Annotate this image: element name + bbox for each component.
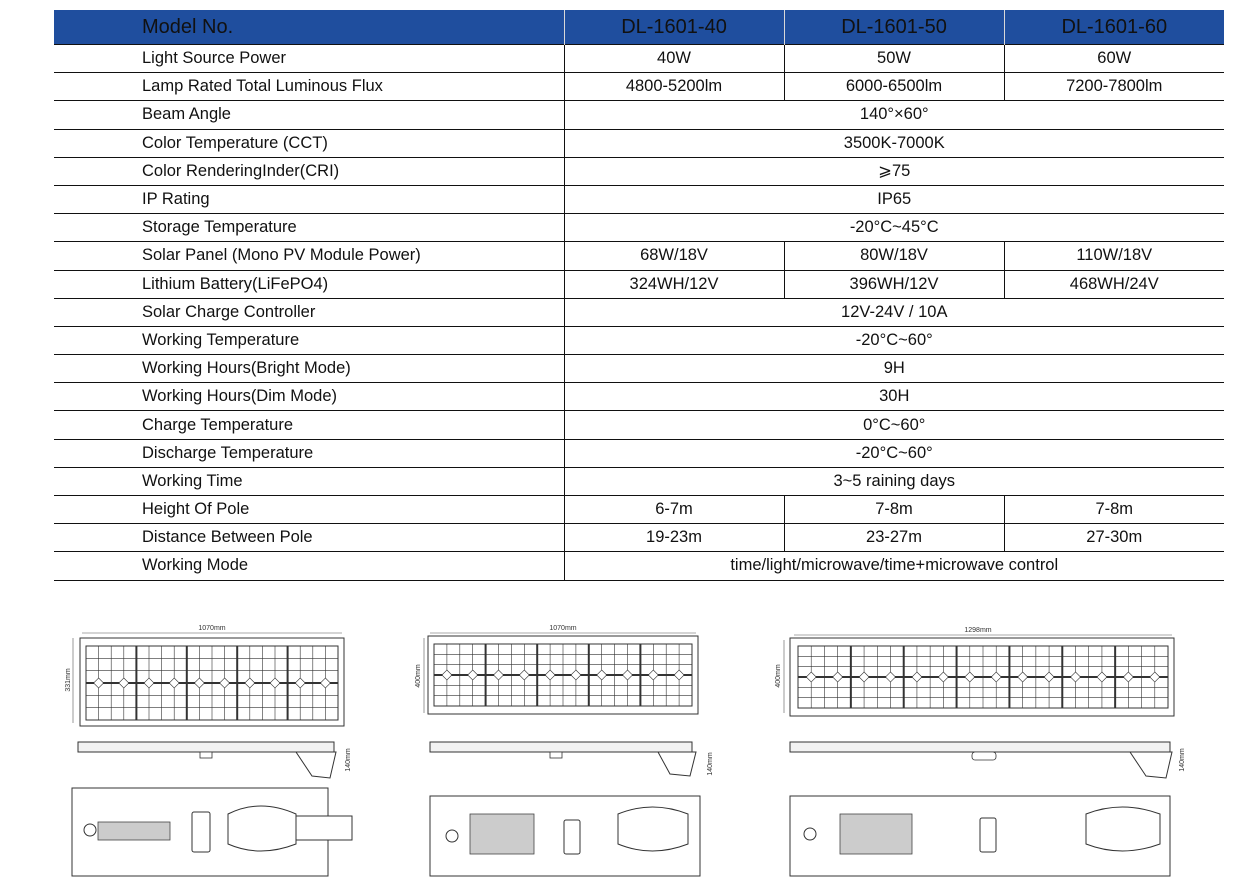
- dim-width-label: 1070mm: [198, 625, 225, 632]
- header-model-50: DL-1601-50: [784, 10, 1005, 45]
- table-row: Color RenderingInder(CRI)⩾75: [54, 157, 1224, 186]
- row-label: IP Rating: [54, 185, 564, 215]
- solar-panel-grid: [797, 645, 1169, 709]
- row-label: Working Hours(Bright Mode): [54, 354, 564, 384]
- row-label: Working Temperature: [54, 326, 564, 356]
- row-label: Lithium Battery(LiFePO4): [54, 270, 564, 299]
- table-row: Color Temperature (CCT)3500K-7000K: [54, 129, 1224, 158]
- dim-width-label: 1070mm: [549, 625, 576, 632]
- row-value: -20°C~60°: [563, 439, 1224, 468]
- dim-side-label: 140mm: [707, 752, 714, 776]
- spec-table: Model No. DL-1601-40 DL-1601-50 DL-1601-…: [54, 10, 1224, 581]
- row-value: 4800-5200lm: [563, 72, 784, 102]
- dim-width-label: 1298mm: [964, 627, 991, 634]
- dim-side-label: 140mm: [1179, 748, 1186, 772]
- dim-side-label: 140mm: [345, 748, 352, 772]
- table-row: Discharge Temperature-20°C~60°: [54, 439, 1224, 468]
- row-label: Working Time: [54, 467, 564, 497]
- row-value: 7200-7800lm: [1003, 72, 1224, 102]
- row-label: Distance Between Pole: [54, 523, 564, 553]
- row-label: Discharge Temperature: [54, 439, 564, 468]
- row-value: 12V-24V / 10A: [563, 298, 1224, 327]
- row-label: Storage Temperature: [54, 213, 564, 243]
- row-value: 9H: [563, 354, 1224, 384]
- drawing-model-60: 1298mm 400mm 140mm: [775, 627, 1186, 877]
- table-row: Storage Temperature-20°C~45°C: [54, 213, 1224, 243]
- row-value: 140°×60°: [563, 100, 1224, 130]
- row-value: 19-23m: [563, 523, 784, 553]
- row-value: 7-8m: [783, 495, 1004, 525]
- row-value: 3500K-7000K: [563, 129, 1224, 158]
- header-model-60: DL-1601-60: [1004, 10, 1224, 45]
- row-value: IP65: [563, 185, 1224, 215]
- row-label: Light Source Power: [54, 43, 564, 74]
- row-value: 40W: [563, 43, 784, 74]
- solar-panel-grid: [433, 643, 693, 707]
- row-value: 0°C~60°: [563, 410, 1224, 440]
- row-value: 6-7m: [563, 495, 784, 525]
- table-row: Working Hours(Bright Mode)9H: [54, 354, 1224, 384]
- row-label: Solar Charge Controller: [54, 298, 564, 327]
- row-label: Working Hours(Dim Mode): [54, 382, 564, 412]
- row-label: Working Mode: [54, 551, 564, 581]
- row-label: Charge Temperature: [54, 410, 564, 440]
- table-row: Working Temperature-20°C~60°: [54, 326, 1224, 356]
- row-value: 6000-6500lm: [783, 72, 1004, 102]
- header-model-40: DL-1601-40: [564, 10, 785, 45]
- row-value: 324WH/12V: [563, 270, 784, 299]
- drawing-model-40: 1070mm 331mm 140mm: [65, 625, 353, 877]
- row-value: 110W/18V: [1003, 241, 1224, 271]
- dim-height-label: 331mm: [65, 668, 72, 692]
- row-value: 80W/18V: [783, 241, 1004, 271]
- drawing-model-50: 1070mm 400mm 140mm: [415, 625, 714, 877]
- row-value: -20°C~45°C: [563, 213, 1224, 243]
- solar-panel-grid: [85, 645, 339, 721]
- table-row: Working Hours(Dim Mode)30H: [54, 382, 1224, 412]
- row-value: 468WH/24V: [1003, 270, 1224, 299]
- row-value: 27-30m: [1003, 523, 1224, 553]
- row-value: ⩾75: [563, 157, 1224, 186]
- row-value: 396WH/12V: [783, 270, 1004, 299]
- row-label: Color RenderingInder(CRI): [54, 157, 564, 186]
- row-label: Color Temperature (CCT): [54, 129, 564, 158]
- row-value: time/light/microwave/time+microwave cont…: [563, 551, 1224, 581]
- row-value: 3~5 raining days: [563, 467, 1224, 497]
- dim-height-label: 400mm: [775, 664, 782, 688]
- row-value: 50W: [783, 43, 1004, 74]
- row-label: Height Of Pole: [54, 495, 564, 525]
- row-value: 23-27m: [783, 523, 1004, 553]
- dim-height-label: 400mm: [415, 664, 422, 688]
- row-label: Lamp Rated Total Luminous Flux: [54, 72, 564, 102]
- row-value: 30H: [563, 382, 1224, 412]
- row-label: Solar Panel (Mono PV Module Power): [54, 241, 564, 271]
- row-value: 68W/18V: [563, 241, 784, 271]
- row-value: 60W: [1003, 43, 1224, 74]
- row-value: -20°C~60°: [563, 326, 1224, 356]
- header-model-no: Model No.: [54, 10, 565, 45]
- table-header-row: Model No. DL-1601-40 DL-1601-50 DL-1601-…: [54, 10, 1224, 45]
- row-value: 7-8m: [1003, 495, 1224, 525]
- table-row: Solar Panel (Mono PV Module Power)68W/18…: [54, 241, 1224, 271]
- row-label: Beam Angle: [54, 100, 564, 130]
